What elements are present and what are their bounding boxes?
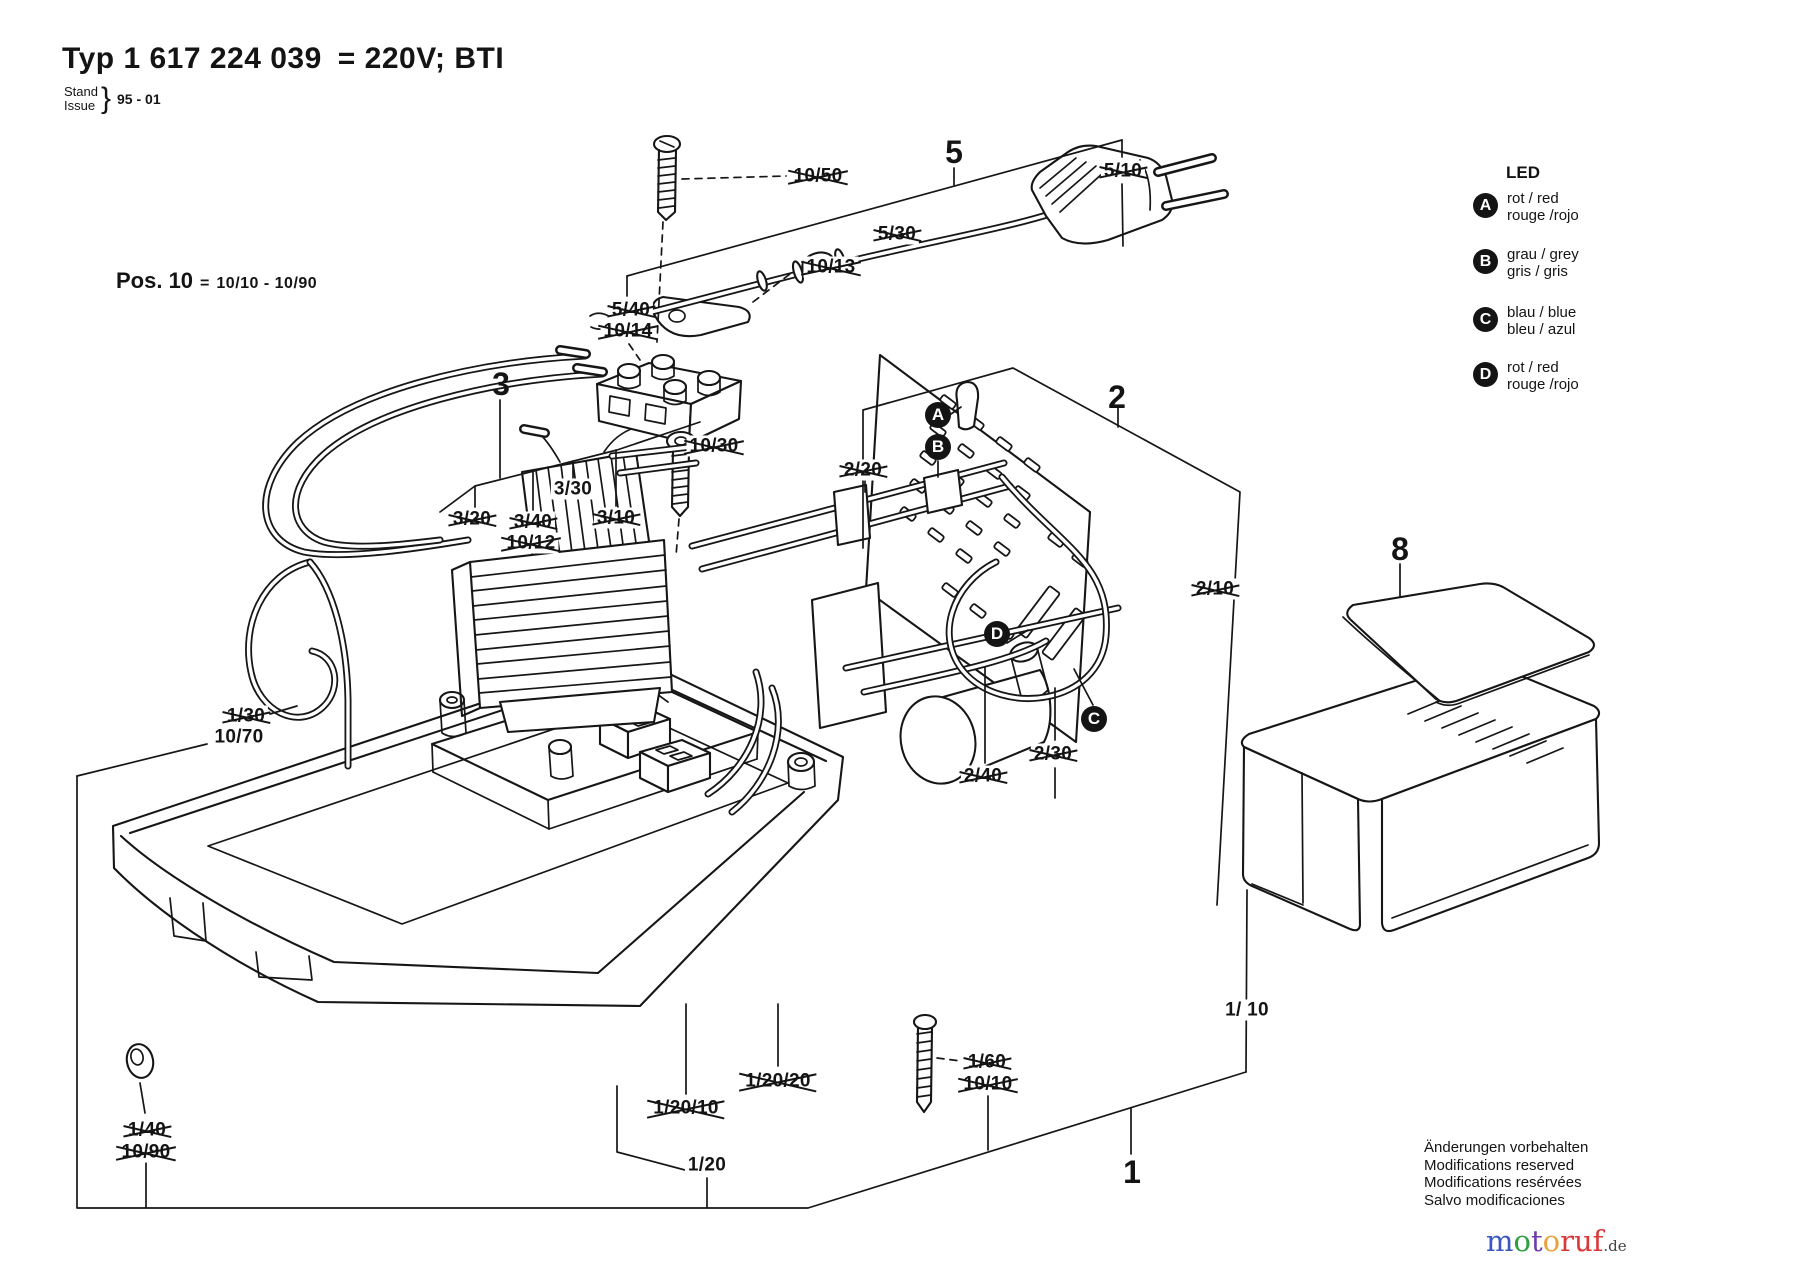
part-label-1-10: 1/ 10 — [1222, 999, 1272, 1021]
legend-color-line-2: rouge /rojo — [1507, 376, 1579, 393]
pos-label: Pos. 10 — [116, 268, 194, 293]
issue-value: 95 - 01 — [117, 91, 161, 107]
part-label-1-20-20: 1/20/20 — [742, 1070, 814, 1092]
part-label-10-70: 10/70 — [211, 726, 267, 748]
stand-issue-note: Stand Issue } 95 - 01 — [64, 82, 161, 116]
part-label-3-20: 3/20 — [449, 508, 495, 530]
legend-key-circle: C — [1473, 307, 1498, 332]
group-number-1: 1 — [1123, 1154, 1141, 1190]
stand-label-en: Issue — [64, 98, 96, 113]
pos-equals: = — [200, 275, 210, 292]
group-number-2: 2 — [1108, 379, 1126, 415]
legend-key-circle: B — [1473, 249, 1498, 274]
footer-line-1: Änderungen vorbehalten — [1424, 1139, 1589, 1156]
part-label-1-20-10: 1/20/10 — [650, 1097, 722, 1119]
legend-key-circle: D — [1473, 362, 1498, 387]
legend-color-line-1: grau / grey — [1507, 246, 1579, 263]
logo-letter-7: f — [1592, 1224, 1604, 1258]
group-number-3: 3 — [492, 366, 510, 402]
part-label-10-14: 10/14 — [600, 320, 656, 342]
legend-color-line-2: rouge /rojo — [1507, 207, 1579, 224]
part-label-10-30: 10/30 — [686, 435, 742, 457]
group-number-8: 8 — [1391, 531, 1409, 567]
part-label-3-40: 3/40 — [510, 511, 556, 533]
legend-color-line-2: gris / gris — [1507, 263, 1568, 280]
logo-letter-2: o — [1513, 1224, 1531, 1258]
part-label-10-90: 10/90 — [118, 1141, 174, 1163]
logo-letter-6: u — [1573, 1224, 1593, 1258]
part-label-10-50: 10/50 — [790, 165, 846, 187]
pos-range: 10/10 - 10/90 — [216, 275, 318, 292]
part-label-1-20: 1/20 — [684, 1154, 730, 1176]
wire-callout-D: D — [984, 621, 1010, 647]
part-label-1-30: 1/30 — [223, 705, 269, 727]
wire-callout-C: C — [1081, 706, 1107, 732]
logo-letter-4: o — [1542, 1224, 1561, 1258]
legend-title: LED — [1506, 163, 1540, 182]
legend-color-line-1: rot / red — [1507, 190, 1559, 207]
stand-label-de: Stand — [64, 83, 98, 99]
part-label-10-12: 10/12 — [503, 532, 559, 554]
logo-letter-1: m — [1486, 1224, 1514, 1258]
legend-color-line-1: rot / red — [1507, 359, 1559, 376]
part-label-1-40: 1/40 — [124, 1119, 170, 1141]
brace-glyph: } — [100, 82, 112, 115]
logo-letter-5: r — [1560, 1224, 1574, 1258]
part-label-2-30: 2/30 — [1030, 743, 1076, 765]
type-number: Typ 1 617 224 039 — [62, 42, 322, 75]
part-label-3-30: 3/30 — [550, 478, 596, 500]
logo-letter-3: t — [1530, 1224, 1543, 1258]
legend-color-line-1: blau / blue — [1507, 304, 1577, 321]
footer-line-4: Salvo modificaciones — [1424, 1191, 1565, 1209]
part-label-2-10: 2/10 — [1192, 578, 1238, 600]
legend-color-line-2: bleu / azul — [1507, 321, 1576, 338]
wire-callout-B: B — [925, 434, 951, 460]
part-label-10-10: 10/10 — [960, 1073, 1016, 1095]
logo-domain-suffix: .de — [1603, 1237, 1627, 1255]
part-label-5-30: 5/30 — [874, 223, 920, 245]
page-title: Typ 1 617 224 039 = 220V; BTI — [62, 42, 504, 76]
part-label-3-10: 3/10 — [593, 507, 639, 529]
part-label-5-10: 5/10 — [1100, 160, 1146, 182]
part-label-5-40: 5/40 — [608, 299, 654, 321]
part-label-10-13: 10/13 — [803, 256, 859, 278]
part-label-2-40: 2/40 — [960, 765, 1006, 787]
legend-key-circle: A — [1473, 193, 1498, 218]
group-number-5: 5 — [945, 134, 963, 170]
part-label-1-60: 1/60 — [964, 1051, 1010, 1073]
motoruf-logo: motoruf.de — [1486, 1227, 1627, 1256]
footer-line-3: Modifications resérvées — [1424, 1174, 1582, 1192]
pos-note: Pos. 10 = 10/10 - 10/90 — [116, 268, 317, 294]
wire-callout-A: A — [925, 402, 951, 428]
part-label-2-20: 2/20 — [840, 459, 886, 481]
footer-line-2: Modifications reserved — [1424, 1156, 1575, 1174]
voltage-spec: = 220V; BTI — [337, 42, 505, 75]
